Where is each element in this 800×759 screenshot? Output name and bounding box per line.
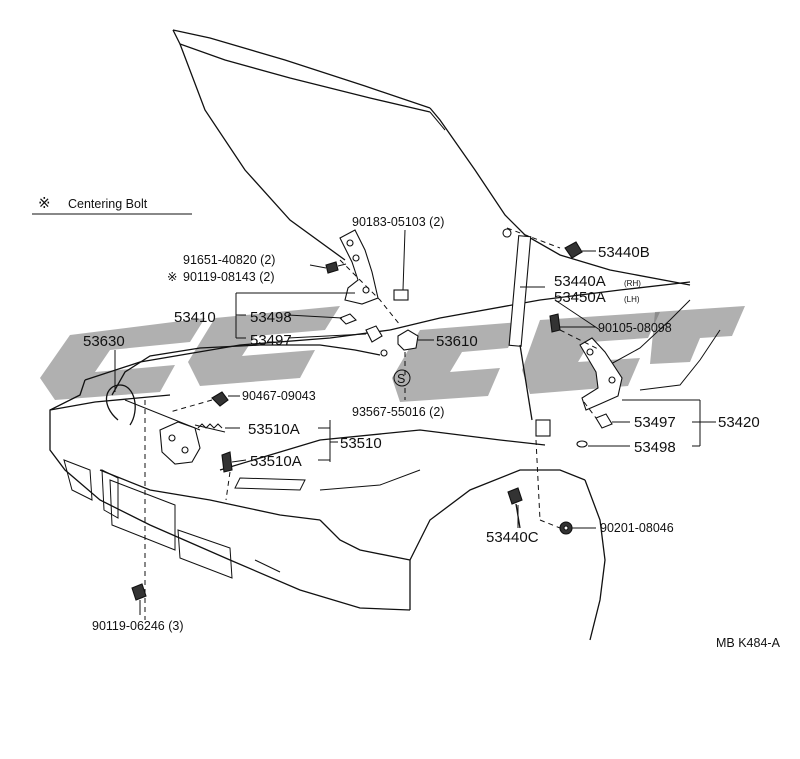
watermark-logo bbox=[40, 306, 745, 402]
hood-panel bbox=[172, 29, 691, 286]
label-53497-lh: 53497 bbox=[250, 332, 292, 349]
label-53498-lh: 53498 bbox=[250, 309, 292, 326]
label-53510a-lower: 53510A bbox=[250, 453, 302, 470]
bolt-90119-06246 bbox=[131, 583, 147, 601]
label-53510: 53510 bbox=[340, 435, 382, 452]
hood-support-strut bbox=[502, 228, 551, 437]
label-53440b: 53440B bbox=[598, 244, 650, 261]
label-53440a: 53440A bbox=[554, 273, 606, 290]
hood-lock-assy bbox=[159, 421, 233, 473]
leader-lines bbox=[114, 229, 716, 615]
label-90183: 90183-05103 (2) bbox=[352, 215, 444, 229]
s-symbol: S bbox=[397, 372, 405, 386]
hood-cushion-53498-lh bbox=[339, 289, 409, 325]
bolt-53440b bbox=[564, 241, 583, 259]
label-53498-rh: 53498 bbox=[634, 439, 676, 456]
label-90119-08143-mark: ※ bbox=[167, 270, 177, 284]
legend-symbol: ※ bbox=[38, 195, 51, 212]
label-53410: 53410 bbox=[174, 309, 216, 326]
label-91651: 91651-40820 (2) bbox=[183, 253, 275, 267]
label-53450a-side: (LH) bbox=[624, 295, 640, 304]
bolt-53440c bbox=[507, 487, 523, 529]
label-53420: 53420 bbox=[718, 414, 760, 431]
s-symbol-circle bbox=[393, 369, 411, 387]
label-90201: 90201-08046 bbox=[600, 521, 674, 535]
bolt-90467 bbox=[211, 391, 229, 407]
label-53630: 53630 bbox=[83, 333, 125, 350]
hood-hinge-rh bbox=[579, 337, 623, 411]
legend-text: Centering Bolt bbox=[68, 197, 148, 211]
hood-lock-support-53610 bbox=[397, 329, 419, 351]
label-93567: 93567-55016 (2) bbox=[352, 405, 444, 419]
bolt-90105 bbox=[549, 313, 561, 333]
label-90467: 90467-09043 bbox=[242, 389, 316, 403]
label-53440a-side: (RH) bbox=[624, 279, 641, 288]
label-reference: MB K484-A bbox=[716, 636, 781, 650]
label-90119-06246: 90119-06246 (3) bbox=[92, 619, 184, 633]
label-90105: 90105-08098 bbox=[598, 321, 672, 335]
label-53497-rh: 53497 bbox=[634, 414, 676, 431]
hood-cushion-53498-rh bbox=[576, 440, 588, 448]
part-labels: 53630 53410 53498 53497 53610 90183-0510… bbox=[83, 215, 781, 650]
label-53610: 53610 bbox=[436, 333, 478, 350]
hood-cushion-53497-lh bbox=[365, 325, 383, 343]
legend: ※ Centering Bolt bbox=[32, 195, 192, 215]
label-53510a-upper: 53510A bbox=[248, 421, 300, 438]
alignment-lines bbox=[144, 227, 601, 620]
hood-hinge-lh bbox=[339, 229, 379, 305]
car-body bbox=[49, 281, 721, 641]
bolt-91651 bbox=[325, 261, 347, 274]
label-90119-08143: 90119-08143 (2) bbox=[183, 270, 275, 284]
nut-90201 bbox=[559, 521, 573, 535]
hood-cushion-53497-rh bbox=[595, 413, 613, 429]
label-53440c: 53440C bbox=[486, 529, 539, 546]
label-53450a: 53450A bbox=[554, 289, 606, 306]
